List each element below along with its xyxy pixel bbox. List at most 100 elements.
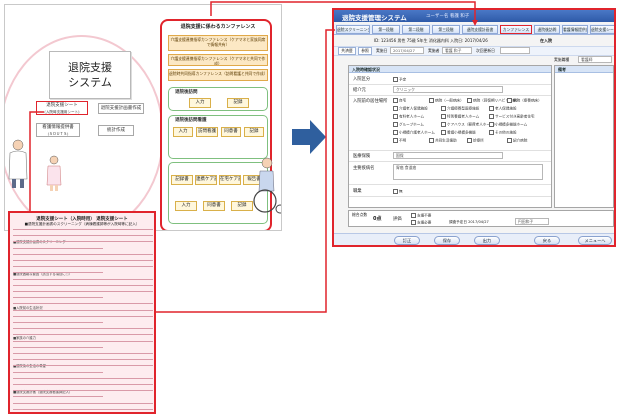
score-value: 0点 xyxy=(373,216,382,222)
form-section-3: ■入院前の生活状況 xyxy=(13,306,43,310)
form-subtitle: ■退院支援計画書のスクリーニング（病棟看護師等が入院時等に記入） xyxy=(24,222,140,226)
wheelchair-illustration xyxy=(253,157,281,214)
eval-needed[interactable]: 支援必要 xyxy=(411,220,431,226)
form-rule-line xyxy=(13,266,153,268)
row-divider xyxy=(349,95,551,96)
residence-option[interactable]: 不明 xyxy=(393,138,406,144)
residence-option[interactable]: 介護療養型医療施設 xyxy=(441,106,479,112)
stats-button[interactable]: 統計作成 xyxy=(98,125,134,136)
residence-option[interactable]: 共同生活援助 xyxy=(429,138,457,144)
score-label: 総合点数 xyxy=(352,212,368,217)
accompany-plan-button[interactable]: 連携ケア計画 xyxy=(195,175,217,185)
residence-option[interactable]: サービス付き高齢者住宅 xyxy=(489,114,535,120)
right-arrow-icon xyxy=(292,120,326,154)
residence-option[interactable]: 有料老人ホーム xyxy=(393,114,424,120)
residence-option[interactable]: 紹介病院 xyxy=(507,138,527,144)
residence-option[interactable]: 病院（療養病床） xyxy=(507,98,542,104)
nursing-summary-button[interactable]: 看護情報提供書 (ＳＯＵＴＳ) xyxy=(36,123,80,137)
form-rule-line xyxy=(13,278,153,280)
form-rule-line xyxy=(13,365,153,367)
residence-option[interactable]: 小規模多機能ホーム xyxy=(489,122,527,128)
referral-field[interactable]: クリニック xyxy=(393,86,503,93)
assessor-field[interactable]: 円田和子 xyxy=(515,218,549,225)
residence-option[interactable]: 病院（一般病床） xyxy=(429,98,464,104)
menu-button[interactable]: メニューへ xyxy=(578,236,612,245)
menu-screen: 退院支援 システム 退院支援シート (入院時支援用シート) 退院支援計画書作成 … xyxy=(4,4,282,231)
user-label: ユーザー名 看護 和子 xyxy=(426,14,470,19)
residence-option[interactable]: 介護老人保健施設 xyxy=(393,106,428,112)
conference-title: 退院支援に係わるカンファレンス xyxy=(180,24,256,30)
home-nursing-input-button[interactable]: 入力 xyxy=(173,127,193,137)
home-nursing-title: 退院後訪問看護 xyxy=(175,118,207,123)
remarks-panel[interactable]: 備考 xyxy=(554,65,614,208)
home-nursing-record-button[interactable]: 記録 xyxy=(244,127,264,137)
insurance-select[interactable]: 国保 xyxy=(393,152,503,159)
eval-label: 評価 xyxy=(393,217,402,222)
form-rule-line xyxy=(13,402,153,404)
home-nursing-visit-button[interactable]: 訪問看護 xyxy=(196,127,218,137)
discharge-sheet-sublabel: (入院時支援用シート) xyxy=(44,110,80,114)
row-label-residence: 入院前の居住場所 xyxy=(353,99,388,104)
back-button[interactable]: 戻る xyxy=(534,236,560,245)
edit-button[interactable]: 訂正 xyxy=(394,236,420,245)
residence-option[interactable]: 特別養護老人ホーム xyxy=(441,114,479,120)
discharge-sheet-button[interactable]: 退院支援シート (入院時支援用シート) xyxy=(36,101,88,115)
row-label-occupation: 職業 xyxy=(353,189,362,194)
row-divider xyxy=(349,84,551,85)
residence-option[interactable]: 小規模介護老人ホーム xyxy=(393,130,435,136)
output-button[interactable]: 出力 xyxy=(474,236,500,245)
form-rule-line xyxy=(13,241,153,243)
nursing-summary-sublabel: (ＳＯＵＴＳ) xyxy=(47,132,69,136)
residence-option[interactable]: 病院（回復期リハビリ病棟） xyxy=(467,98,520,104)
ref-button[interactable]: 参照 xyxy=(358,47,372,55)
visit-input-button[interactable]: 入力 xyxy=(189,98,211,108)
row-divider xyxy=(349,161,551,162)
group4-input-button[interactable]: 入力 xyxy=(175,201,197,211)
form-rule-line xyxy=(13,309,153,311)
tab-discharge-sheet[interactable]: 退院支援シート xyxy=(590,25,616,34)
residence-option[interactable]: 自宅 xyxy=(393,98,406,104)
conference-item-2[interactable]: 介護支援連携指導カンファレンス（ケアマネと共同で作成） xyxy=(168,54,268,66)
residence-option[interactable]: 診療所 xyxy=(467,138,484,144)
admission-status: 在入院 xyxy=(540,38,552,43)
tab-stage1[interactable]: 第一段階 xyxy=(372,25,400,34)
residence-option[interactable]: 老人保健施設 xyxy=(489,106,517,112)
home-nursing-consent-button[interactable]: 同意書 xyxy=(221,127,241,137)
save-button[interactable]: 保存 xyxy=(434,236,460,245)
tab-stage2[interactable]: 第二段階 xyxy=(402,25,430,34)
accompany-record-button[interactable]: 記録書 xyxy=(171,175,193,185)
admission-type-value[interactable]: 予定 xyxy=(393,77,406,83)
group4-consent-button[interactable]: 同意書 xyxy=(203,201,225,211)
system-title-box: 退院支援 システム xyxy=(49,51,131,99)
form-rule-line xyxy=(13,303,153,305)
tab-stage3[interactable]: 第三段階 xyxy=(432,25,460,34)
visit-record-button[interactable]: 記録 xyxy=(227,98,249,108)
disease-field[interactable]: 胃癌 食道癌 xyxy=(393,164,543,180)
residence-option[interactable]: グループホーム xyxy=(393,122,424,128)
next-update-field[interactable] xyxy=(500,47,530,54)
nurse-illustration xyxy=(46,155,62,191)
residence-option[interactable]: 看護小規模多機能 xyxy=(441,130,476,136)
implementer-field[interactable]: 看護 和子 xyxy=(442,47,472,54)
system-title-line1: 退院支援 xyxy=(68,61,112,74)
assessment-date: 調査予定日 2017/04/27 xyxy=(449,220,489,224)
conference-item-3[interactable]: 退院時共同指導カンファレンス（訪問看護と共同で作成） xyxy=(168,69,268,81)
job-type-field[interactable]: 看護師 xyxy=(578,56,612,63)
impl-date-field[interactable]: 2017/04/27 xyxy=(390,47,424,54)
accompany-home-plan-button[interactable]: 在宅ケア計画 xyxy=(219,175,241,185)
residence-option[interactable]: その他の施設 xyxy=(489,130,517,136)
plan-create-button[interactable]: 退院支援計画書作成 xyxy=(98,103,144,114)
tab-post-visit[interactable]: 退院後訪問 xyxy=(534,25,560,34)
eval-not-needed[interactable]: 支援不要 xyxy=(411,213,431,219)
tab-conference[interactable]: カンファレンス xyxy=(500,25,532,34)
residence-option[interactable]: ケアハウス（軽費老人ホーム） xyxy=(441,122,497,128)
patient-info: ID: 123456 男性 75歳 S年生 消化器内科 入院日: 2017/04… xyxy=(374,38,488,43)
form-rule-line xyxy=(13,229,153,230)
tab-nursing-info[interactable]: 看護情報提供書 xyxy=(562,25,588,34)
tab-support-plan[interactable]: 退院支援計画書 xyxy=(462,25,498,34)
tab-screening[interactable]: 退院スクリーニング xyxy=(336,25,370,34)
form-rule-line xyxy=(13,334,153,336)
conference-item-1[interactable]: 介護支援連携指導カンファレンス（ケアマネと家族同席で情報共有） xyxy=(168,35,268,51)
occupation-value[interactable]: 無 xyxy=(393,189,403,195)
history-button[interactable]: 共済歴 xyxy=(338,47,356,55)
